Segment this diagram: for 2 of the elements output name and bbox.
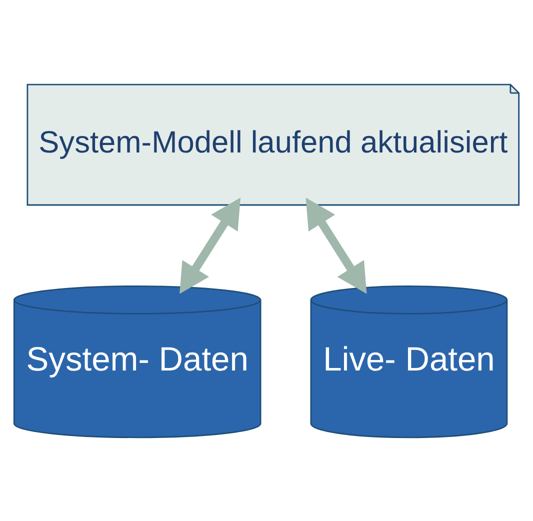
arrow (180, 197, 241, 294)
arrow (306, 197, 367, 294)
